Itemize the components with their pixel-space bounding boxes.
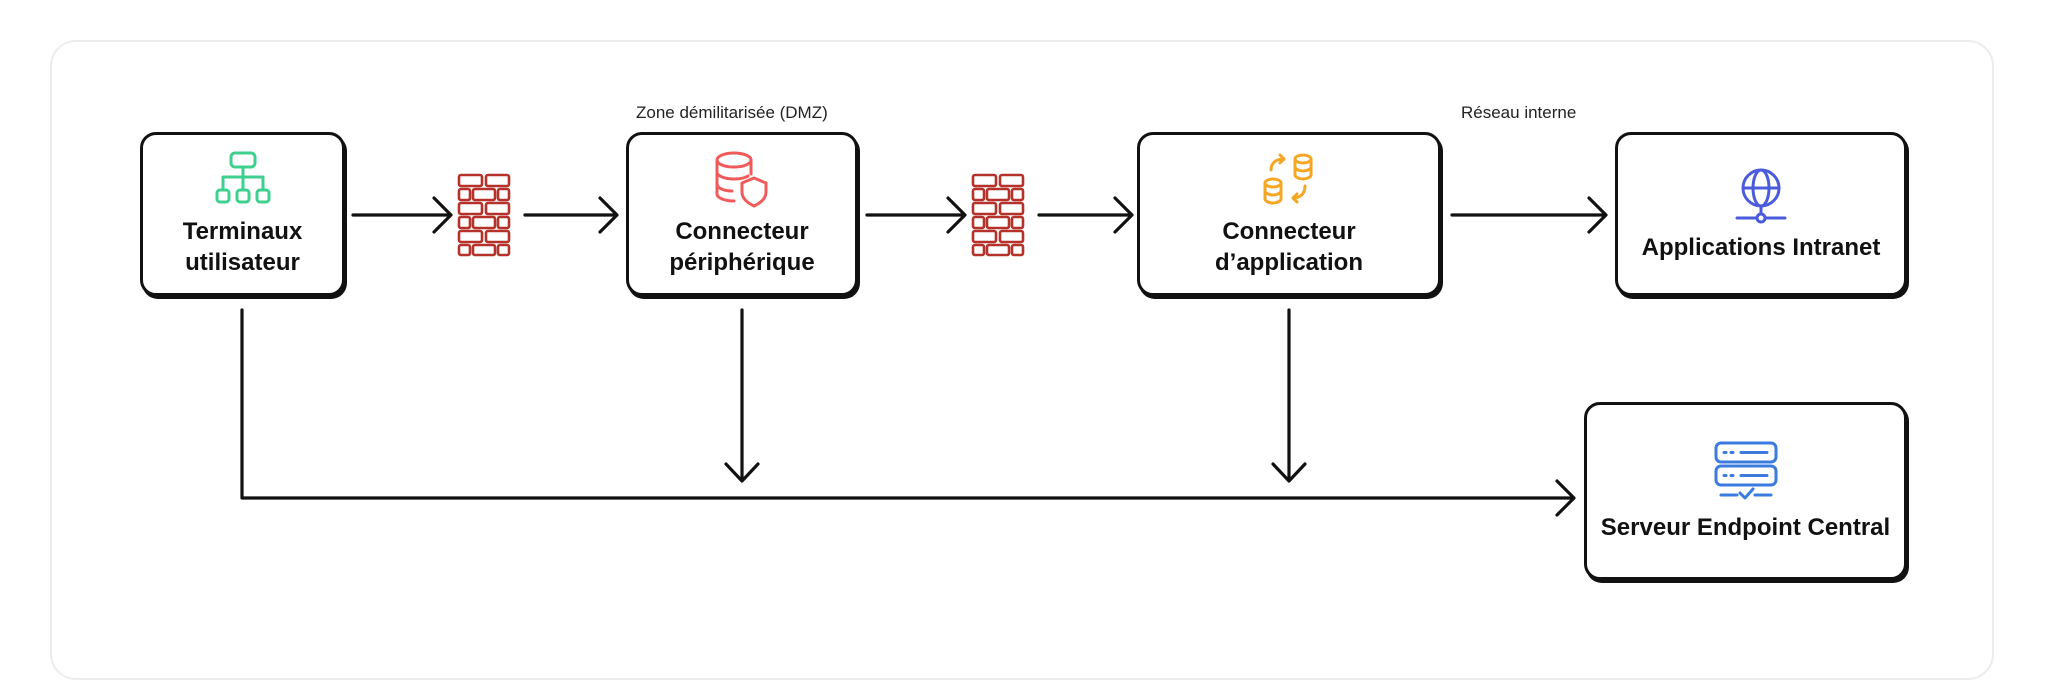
database-shield-icon	[715, 151, 768, 208]
arrow-firewall-1-to-edge	[523, 196, 619, 234]
arrow-edge-down	[724, 308, 760, 483]
node-intranet-apps-label: Applications Intranet	[1641, 233, 1881, 261]
node-endpoints-label: Terminaux utilisateur	[182, 218, 303, 276]
node-intranet-apps: Applications Intranet	[1615, 132, 1907, 296]
zone-label-internal: Réseau interne	[1461, 103, 1577, 122]
brick-wall-icon	[457, 173, 511, 257]
arrow-app-down	[1271, 308, 1307, 483]
connector-arrows	[240, 196, 1608, 517]
node-app-connector: Connecteur d’application	[1137, 132, 1441, 296]
database-sync-icon	[1263, 153, 1313, 205]
node-app-connector-label: Connecteur d’application	[1214, 218, 1363, 276]
arrow-endpoints-to-server	[240, 308, 1576, 517]
arrow-endpoints-to-firewall-1	[351, 196, 453, 234]
node-endpoints: Terminaux utilisateur	[140, 132, 345, 296]
node-central-server-label: Serveur Endpoint Central	[1600, 513, 1891, 541]
node-edge-connector: Connecteur périphérique	[626, 132, 858, 296]
server-check-icon	[1714, 441, 1777, 499]
network-hierarchy-icon	[215, 151, 270, 204]
arrow-edge-to-firewall-2	[865, 196, 967, 234]
node-edge-connector-label: Connecteur périphérique	[669, 218, 815, 276]
node-central-server: Serveur Endpoint Central	[1584, 402, 1907, 580]
zone-label-dmz: Zone démilitarisée (DMZ)	[636, 103, 828, 122]
arrow-firewall-2-to-app	[1037, 196, 1134, 234]
brick-wall-icon	[971, 173, 1025, 257]
globe-network-icon	[1735, 168, 1787, 223]
arrow-app-to-intranet	[1450, 196, 1608, 234]
